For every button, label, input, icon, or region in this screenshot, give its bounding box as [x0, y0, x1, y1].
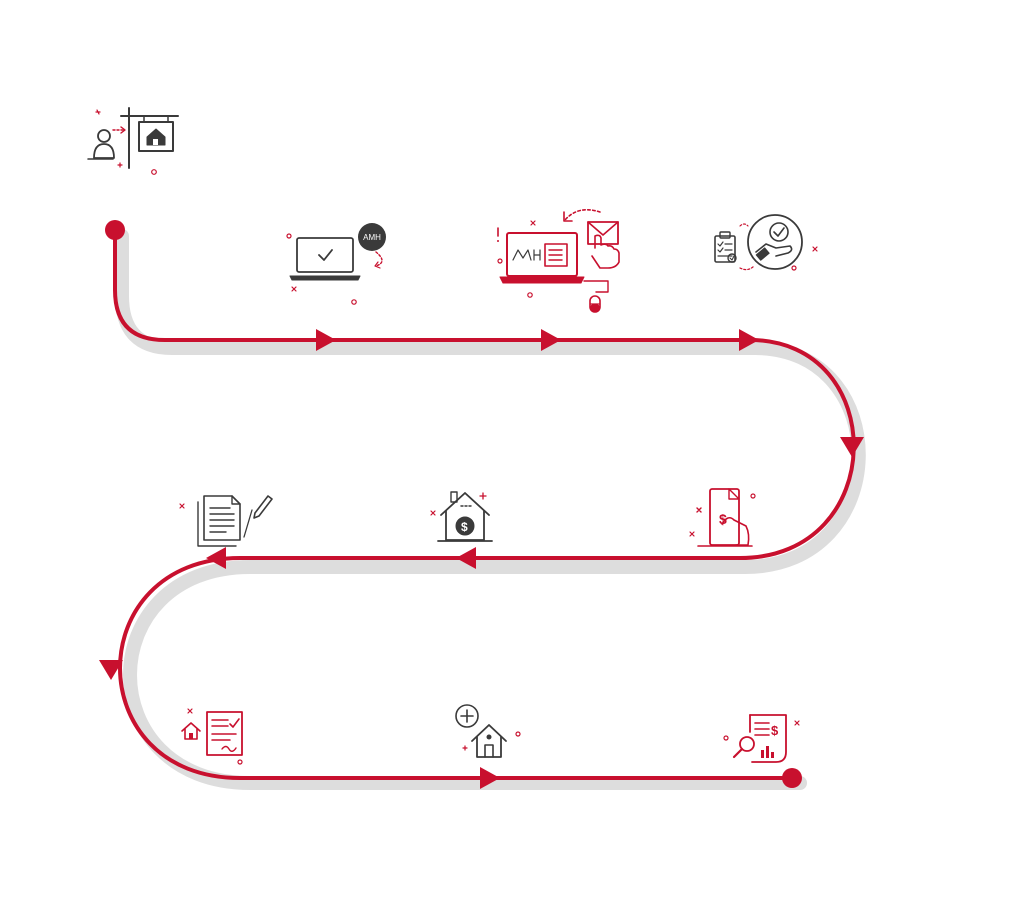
clipboard-approval-icon	[714, 214, 818, 271]
report-analysis-icon: $	[723, 714, 800, 763]
path-shadow	[115, 229, 866, 790]
direction-arrow-right	[480, 767, 500, 789]
documents-sign-icon	[179, 495, 273, 547]
svg-text:$: $	[461, 520, 468, 534]
laptop-email-icon	[497, 209, 620, 313]
phone-payment-icon: $	[689, 488, 756, 547]
house-contract-icon	[181, 708, 243, 765]
direction-arrow-right	[541, 329, 561, 351]
direction-arrow-right	[316, 329, 336, 351]
svg-text:$: $	[719, 511, 727, 527]
house-add-icon	[455, 704, 521, 758]
direction-arrow-down	[99, 660, 123, 680]
path-end-dot	[782, 768, 802, 788]
svg-text:$: $	[771, 723, 779, 738]
direction-arrow-right	[739, 329, 759, 351]
direction-arrow-left	[456, 547, 476, 569]
path-main	[113, 228, 856, 780]
laptop-check-icon	[286, 223, 386, 305]
house-sign-icon	[87, 107, 179, 175]
brand-monogram: AMH	[363, 233, 381, 242]
house-dollar-icon: $	[430, 491, 493, 542]
direction-arrow-left	[206, 547, 226, 569]
path-start-dot	[105, 220, 125, 240]
direction-arrow-down	[840, 437, 864, 457]
